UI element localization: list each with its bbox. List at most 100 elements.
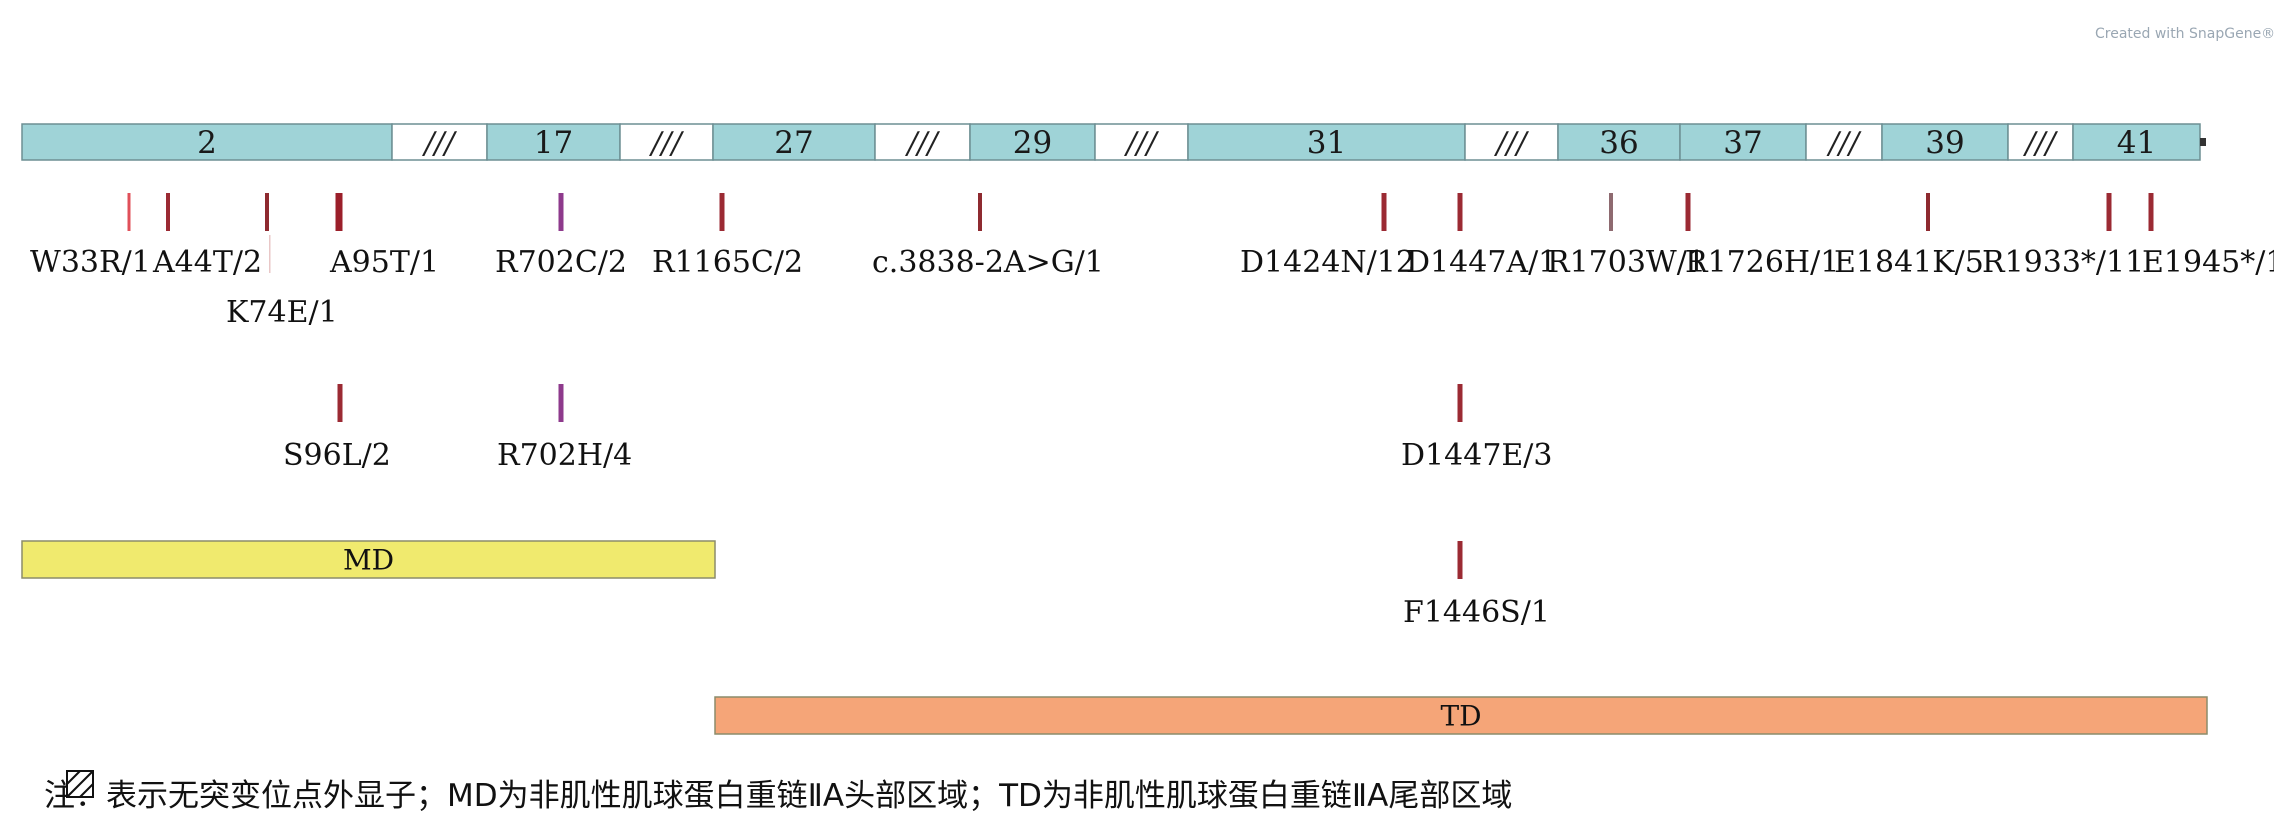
mutation-label: D1447A/1 bbox=[1406, 245, 1557, 280]
mutation-marker: R1703W/1 bbox=[1547, 193, 1706, 280]
mutation-label: R1726H/1 bbox=[1685, 245, 1839, 280]
mutation-tick bbox=[978, 193, 982, 231]
hatched-box-icon bbox=[66, 770, 94, 798]
exon-segment-39: 39 bbox=[1881, 123, 2009, 161]
gap-segment: /// bbox=[619, 123, 714, 161]
domain-label: MD bbox=[343, 544, 394, 577]
mutation-marker: R1165C/2 bbox=[652, 193, 803, 280]
gene-bar: 2 /// 17 /// 27 /// 29 /// 31 /// 36 37 /// 39 /// 41 bbox=[21, 123, 2206, 161]
mutation-tick bbox=[1457, 193, 1463, 231]
mutation-marker: R702H/4 bbox=[497, 384, 632, 473]
segment-box bbox=[1679, 123, 1807, 161]
exon-label: 41 bbox=[2117, 125, 2156, 161]
segment-box bbox=[874, 123, 971, 161]
mutation-marker: R1933*/11 bbox=[1982, 193, 2144, 280]
gap-label: /// bbox=[904, 126, 940, 161]
mutation-marker: R702C/2 bbox=[495, 193, 627, 280]
gap-label: /// bbox=[1826, 126, 1862, 161]
mutation-marker: D1447E/3 bbox=[1401, 384, 1553, 473]
segment-box bbox=[391, 123, 488, 161]
gap-segment: /// bbox=[874, 123, 971, 161]
mutation-tick bbox=[1926, 193, 1930, 231]
mutation-tick bbox=[127, 193, 131, 231]
mutation-tick bbox=[558, 193, 564, 231]
mutation-marker: S96L/2 bbox=[283, 384, 391, 473]
mutation-label: R702H/4 bbox=[497, 438, 632, 473]
mutation-tick bbox=[2106, 193, 2112, 231]
mutation-label: A44T/2 bbox=[152, 245, 262, 280]
domain-label: TD bbox=[1440, 700, 1481, 733]
mutation-marker: c.3838-2A>G/1 bbox=[872, 193, 1104, 280]
segment-box bbox=[969, 123, 1096, 161]
exon-label: 36 bbox=[1599, 125, 1638, 161]
gap-label: /// bbox=[1123, 126, 1159, 161]
watermark-text: Created with SnapGene® bbox=[2095, 26, 2274, 42]
mutation-tick bbox=[719, 193, 725, 231]
segment-box bbox=[21, 123, 393, 161]
exon-segment-36: 36 bbox=[1557, 123, 1681, 161]
figure-note: 注： 表示无突变位点外显子；MD为非肌性肌球蛋白重链ⅡA头部区域；TD为非肌性肌… bbox=[44, 770, 1512, 815]
mutation-tick bbox=[337, 384, 343, 422]
mutation-label: R702C/2 bbox=[495, 245, 627, 280]
mutation-tick bbox=[265, 193, 269, 231]
mutation-marker: D1447A/1 bbox=[1406, 193, 1557, 280]
mutation-marker: F1446S/1 bbox=[1403, 541, 1550, 630]
domain-bar-td: TD bbox=[714, 696, 2208, 735]
bar-end-cap bbox=[2200, 138, 2206, 146]
exon-label: 29 bbox=[1013, 125, 1052, 161]
mutation-tick bbox=[558, 384, 564, 422]
mutation-marker: D1424N/12 bbox=[1240, 193, 1415, 280]
mutation-label: W33R/1 bbox=[30, 245, 151, 280]
segment-box bbox=[2072, 123, 2201, 161]
exon-label: 37 bbox=[1723, 125, 1762, 161]
mutation-marker: E1945*/1 bbox=[2142, 193, 2274, 280]
mutation-label: E1945*/1 bbox=[2142, 245, 2274, 280]
mutation-tick bbox=[1381, 193, 1387, 231]
mutation-label: R1165C/2 bbox=[652, 245, 803, 280]
segment-box bbox=[486, 123, 621, 161]
mutation-marker: R1726H/1 bbox=[1685, 193, 1839, 280]
exon-segment-17: 17 bbox=[486, 123, 621, 161]
exon-label: 31 bbox=[1307, 125, 1346, 161]
exon-label: 17 bbox=[534, 125, 573, 161]
mutation-label: D1424N/12 bbox=[1240, 245, 1415, 280]
mutation-tick bbox=[335, 193, 343, 231]
mutation-marker: W33R/1 bbox=[30, 193, 151, 280]
gap-label: /// bbox=[1493, 126, 1529, 161]
mutation-marker: A95T/1 bbox=[329, 193, 439, 280]
mutation-label: R1703W/1 bbox=[1547, 245, 1706, 280]
domain-bar-md: MD bbox=[21, 540, 716, 579]
domain-box bbox=[714, 696, 2208, 735]
mutation-tick bbox=[2148, 193, 2154, 231]
gap-segment: /// bbox=[1805, 123, 1883, 161]
mutation-label: E1841K/5 bbox=[1834, 245, 1984, 280]
note-text: 表示无突变位点外显子；MD为非肌性肌球蛋白重链ⅡA头部区域；TD为非肌性肌球蛋白… bbox=[106, 778, 1513, 814]
gap-label: /// bbox=[421, 126, 457, 161]
mutation-tick bbox=[1457, 384, 1463, 422]
mutation-label: S96L/2 bbox=[283, 438, 391, 473]
domain-box bbox=[21, 540, 716, 579]
exon-label: 39 bbox=[1925, 125, 1964, 161]
gap-segment: /// bbox=[391, 123, 488, 161]
gap-segment: /// bbox=[1464, 123, 1559, 161]
segment-box bbox=[1805, 123, 1883, 161]
exon-segment-37: 37 bbox=[1679, 123, 1807, 161]
mutation-marker: K74E/1 bbox=[226, 193, 338, 330]
mutation-marker: A44T/2 bbox=[152, 193, 262, 280]
gap-segment: /// bbox=[2007, 123, 2074, 161]
connector-line bbox=[269, 235, 271, 273]
segment-box bbox=[1881, 123, 2009, 161]
segment-box bbox=[712, 123, 876, 161]
exon-segment-2: 2 bbox=[21, 123, 393, 161]
gap-segment: /// bbox=[1094, 123, 1189, 161]
exon-segment-29: 29 bbox=[969, 123, 1096, 161]
exon-label: 27 bbox=[774, 125, 813, 161]
mutation-label: R1933*/11 bbox=[1982, 245, 2144, 280]
mutation-label: K74E/1 bbox=[226, 295, 338, 330]
mutation-tick bbox=[1609, 193, 1613, 231]
gap-label: /// bbox=[2022, 126, 2058, 161]
mutation-label: F1446S/1 bbox=[1403, 595, 1550, 630]
mutation-label: D1447E/3 bbox=[1401, 438, 1553, 473]
